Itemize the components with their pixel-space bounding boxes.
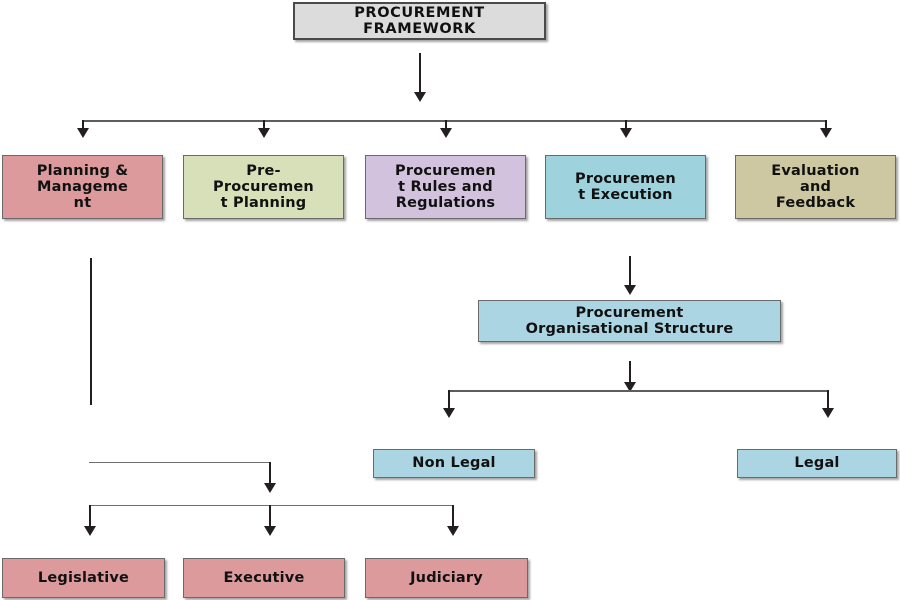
node-label: Procuremen t Execution: [575, 170, 676, 203]
connector-planning-spur: [90, 258, 92, 405]
node-label: Planning & Manageme nt: [36, 162, 129, 212]
node-label: Evaluation and Feedback: [771, 162, 860, 212]
node-non-legal[interactable]: Non Legal: [373, 449, 535, 478]
node-label: PROCUREMENT FRAMEWORK: [354, 4, 485, 37]
connector-title-to-rail: [419, 53, 421, 95]
connector-rail-legal-split: [448, 390, 829, 392]
node-label: Pre- Procuremen t Planning: [213, 162, 314, 212]
arrowhead-executive: [264, 526, 276, 536]
node-label: Procuremen t Rules and Regulations: [395, 162, 496, 212]
node-procurement-execution[interactable]: Procuremen t Execution: [545, 155, 706, 219]
node-label: Executive: [223, 569, 305, 586]
node-judiciary[interactable]: Judiciary: [365, 558, 528, 598]
arrowhead-execution-to-org: [624, 285, 636, 295]
arrowhead-pillar-1: [77, 128, 89, 138]
node-label: Procurement Organisational Structure: [525, 304, 734, 337]
connector-rail-stem-legal: [827, 390, 829, 415]
node-label: Legal: [794, 455, 840, 472]
arrowhead-pillar-5: [820, 128, 832, 138]
arrowhead-pillar-3: [440, 128, 452, 138]
node-pre-procurement-planning[interactable]: Pre- Procuremen t Planning: [183, 155, 344, 219]
connector-rail-pillars: [82, 120, 827, 122]
arrowhead-non-legal: [443, 408, 455, 418]
node-planning-and-management[interactable]: Planning & Manageme nt: [2, 155, 163, 219]
node-label: Legislative: [37, 569, 130, 586]
node-procurement-framework[interactable]: PROCUREMENT FRAMEWORK: [293, 2, 546, 40]
connector-elbow-horizontal: [89, 462, 271, 463]
connector-rail-branches: [90, 505, 454, 506]
node-executive[interactable]: Executive: [183, 558, 345, 598]
node-evaluation-and-feedback[interactable]: Evaluation and Feedback: [735, 155, 896, 219]
connector-rail-stem-non-legal: [448, 390, 450, 415]
node-procurement-organisational-structure[interactable]: Procurement Organisational Structure: [478, 300, 781, 342]
connector-branch-stem-3: [452, 505, 454, 533]
arrowhead-title-to-rail: [414, 92, 426, 102]
arrowhead-legislative: [84, 526, 96, 536]
arrowhead-pillar-2: [258, 128, 270, 138]
arrowhead-judiciary: [447, 526, 459, 536]
arrowhead-org-to-rail: [624, 382, 636, 392]
arrowhead-pillar-4: [620, 128, 632, 138]
node-procurement-rules-and-regulations[interactable]: Procuremen t Rules and Regulations: [365, 155, 526, 219]
connector-branch-stem-2: [269, 505, 271, 533]
arrowhead-legal: [822, 408, 834, 418]
node-legal[interactable]: Legal: [737, 449, 897, 478]
node-legislative[interactable]: Legislative: [2, 558, 165, 598]
node-label: Non Legal: [412, 455, 496, 472]
arrowhead-elbow-down: [264, 483, 276, 493]
connector-branch-stem-1: [89, 505, 91, 533]
connector-elbow-vertical: [269, 462, 271, 490]
connector-org-to-rail: [629, 361, 631, 387]
node-label: Judiciary: [410, 569, 483, 586]
connector-execution-to-org: [629, 256, 631, 288]
